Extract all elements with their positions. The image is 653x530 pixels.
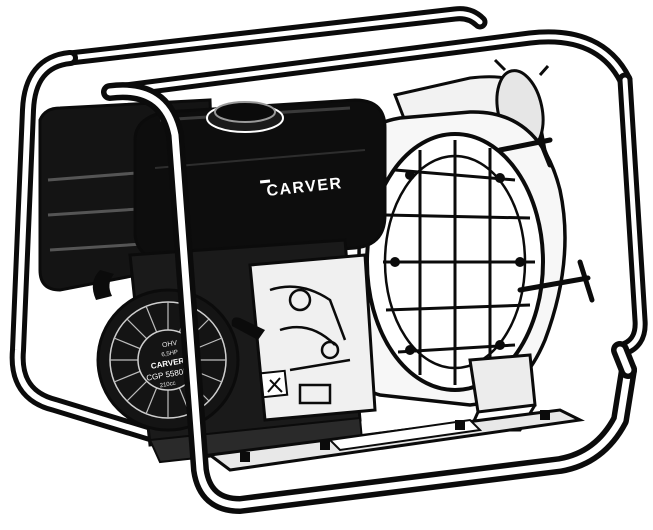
cover-clamp-handles	[497, 137, 595, 303]
starter-handle	[92, 270, 114, 300]
choke-lever	[231, 317, 265, 340]
frame-back-rails	[9, 6, 648, 448]
starter-text-top: OHV	[162, 340, 178, 350]
engine: CARVER OHV 6,5HP	[38, 98, 387, 464]
pump-housing	[356, 58, 595, 432]
starter-text-mid: 6,5HP	[161, 350, 178, 359]
frame-front-rails	[101, 82, 637, 514]
base-frame	[206, 408, 585, 472]
starter-text-bottom: 210cc	[159, 381, 176, 390]
